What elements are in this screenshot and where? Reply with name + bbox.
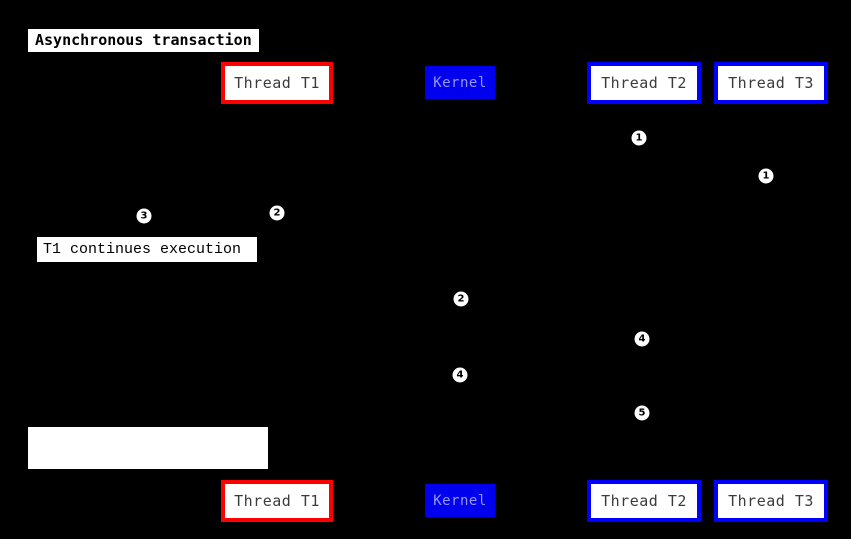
sequence-number-badge: 1 [758, 168, 774, 184]
participant-thread-t2-bottom: Thread T2 [587, 480, 701, 522]
participant-label: Kernel [433, 492, 487, 509]
participant-label: Thread T1 [234, 74, 320, 92]
sequence-number-badge: 5 [634, 405, 650, 421]
participant-thread-t1-bottom: Thread T1 [221, 480, 333, 522]
lifeline-thread-t1 [276, 104, 278, 480]
participant-thread-t2-top: Thread T2 [587, 62, 701, 104]
sequence-number-badge: 1 [631, 130, 647, 146]
lifeline-thread-t2 [643, 104, 645, 480]
participant-label: Thread T2 [601, 492, 687, 510]
sequence-number-badge: 2 [269, 205, 285, 221]
participant-label: Kernel [433, 74, 487, 91]
diagram-title: Asynchronous transaction [27, 28, 260, 53]
participant-kernel-bottom: Kernel [425, 484, 495, 517]
participant-kernel-top: Kernel [425, 66, 495, 99]
participant-label: Thread T3 [728, 74, 814, 92]
note-t1-continues-execution: T1 continues execution [37, 237, 257, 262]
participant-label: Thread T3 [728, 492, 814, 510]
lifeline-thread-t3 [770, 104, 772, 480]
sequence-number-badge: 3 [136, 208, 152, 224]
participant-thread-t1-top: Thread T1 [221, 62, 333, 104]
note-blank [28, 427, 268, 469]
sequence-number-badge: 2 [453, 291, 469, 307]
participant-thread-t3-bottom: Thread T3 [714, 480, 828, 522]
participant-label: Thread T1 [234, 492, 320, 510]
participant-label: Thread T2 [601, 74, 687, 92]
participant-thread-t3-top: Thread T3 [714, 62, 828, 104]
sequence-number-badge: 4 [452, 367, 468, 383]
sequence-number-badge: 4 [634, 331, 650, 347]
